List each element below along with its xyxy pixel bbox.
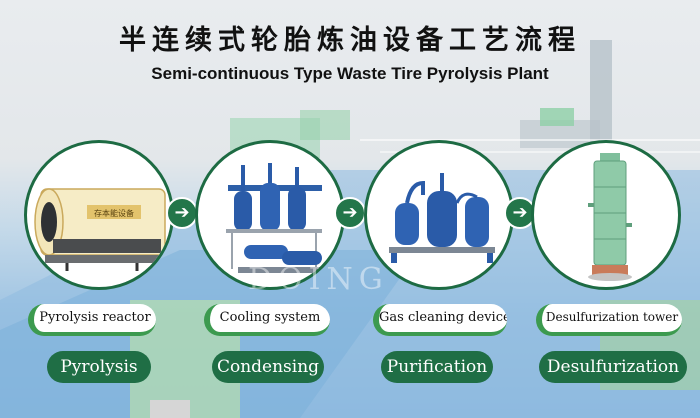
flow-arrow-icon: ➔ <box>504 197 536 229</box>
stage-badge-purification: Purification <box>381 351 493 383</box>
stage-badge-pyrolysis: Pyrolysis <box>47 351 151 383</box>
page-title-chinese: 半连续式轮胎炼油设备工艺流程 <box>119 25 581 56</box>
pyrolysis-reactor-illustration: 存本能设备 <box>34 188 166 271</box>
flow-arrow-icon: ➔ <box>166 197 198 229</box>
equipment-label-gas-cleaning-device: Gas cleaning device <box>373 304 507 336</box>
step-3-circle <box>364 140 514 290</box>
equipment-label-desulfurization-tower: Desulfurization tower <box>536 304 682 336</box>
watermark-logo: DOING <box>248 262 389 297</box>
gas-cleaning-device-illustration <box>389 173 495 263</box>
step-1-circle: 存本能设备 <box>24 140 174 290</box>
page-title-english: Semi-continuous Type Waste Tire Pyrolysi… <box>151 64 549 83</box>
step-2-circle <box>195 140 345 290</box>
stage-badge-condensing: Condensing <box>212 351 324 383</box>
cooling-system-illustration <box>226 163 326 273</box>
desulfurization-tower-illustration <box>588 153 632 281</box>
flow-arrow-icon: ➔ <box>334 197 366 229</box>
step-4-circle <box>531 140 681 290</box>
reactor-nameplate: 存本能设备 <box>94 208 134 218</box>
stage-badge-desulfurization: Desulfurization <box>539 351 687 383</box>
equipment-label-pyrolysis-reactor: Pyrolysis reactor <box>28 304 156 336</box>
equipment-label-cooling-system: Cooling system <box>204 304 330 336</box>
